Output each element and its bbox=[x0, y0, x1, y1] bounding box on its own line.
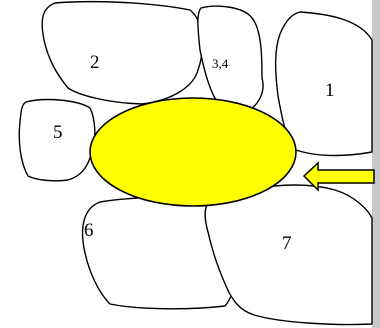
region-3-4-outline bbox=[198, 6, 263, 110]
label-region-7: 7 bbox=[282, 233, 292, 254]
label-region-5: 5 bbox=[53, 122, 63, 143]
side-strip bbox=[372, 0, 380, 328]
region-2-outline bbox=[42, 2, 202, 104]
label-region-6: 6 bbox=[84, 220, 94, 241]
left-arrow bbox=[304, 163, 374, 190]
label-region-2: 2 bbox=[90, 52, 100, 73]
central-ellipse bbox=[90, 98, 296, 206]
region-7-outline bbox=[205, 185, 372, 324]
label-region-3-4: 3,4 bbox=[212, 56, 229, 71]
label-region-1: 1 bbox=[325, 80, 335, 101]
